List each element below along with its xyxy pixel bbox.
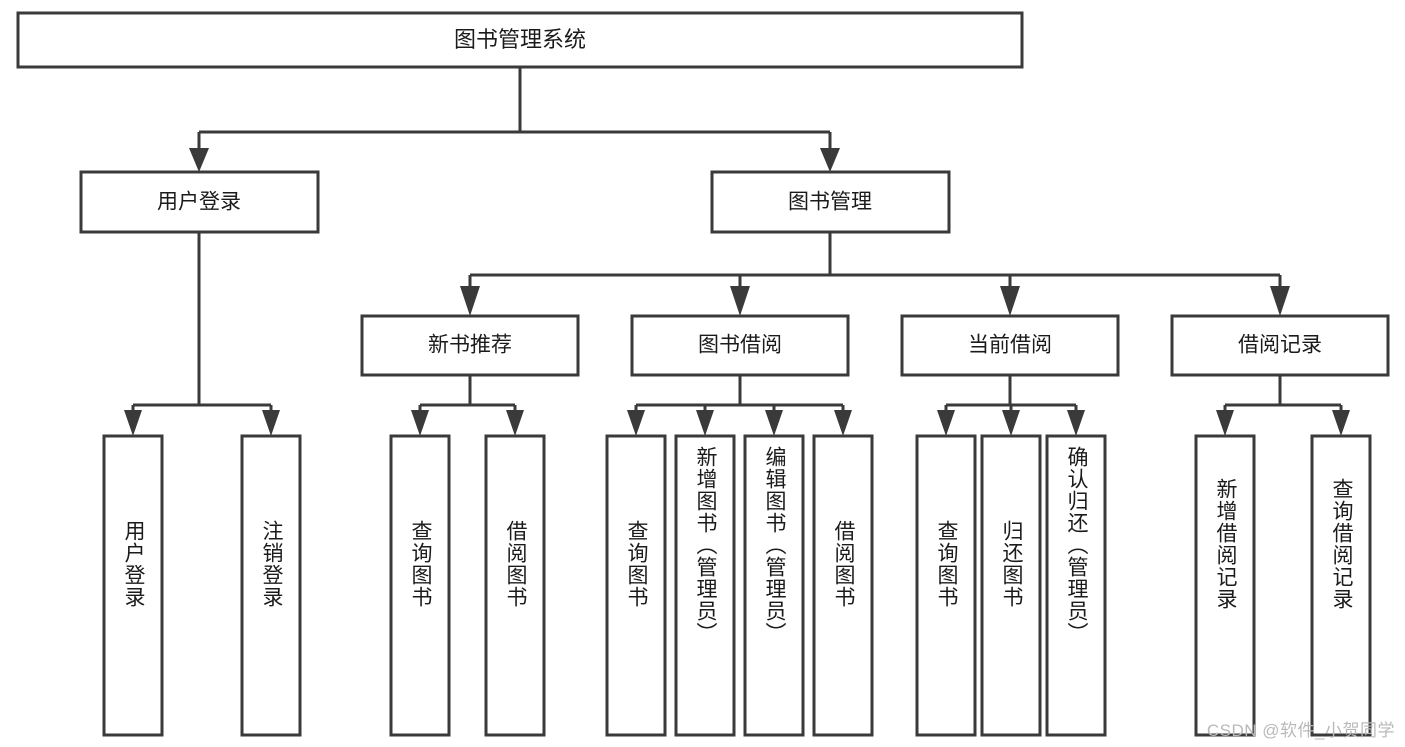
leaf-box-user-login-1[interactable] [102, 434, 164, 737]
arrow-new-book-leaf-1-icon [411, 410, 429, 436]
node-book-management-box[interactable] [710, 170, 951, 234]
node-current-borrow[interactable]: 当前借阅 [900, 314, 1120, 377]
node-new-book-recommend-box[interactable] [360, 314, 580, 377]
leaf-box-current-borrow-3[interactable] [1045, 434, 1107, 737]
arrow-borrow-record-leaf-2-icon [1332, 410, 1350, 436]
leaf-box-borrow-record-2[interactable] [1310, 434, 1372, 737]
node-borrow-record-label: 借阅记录 [1238, 334, 1322, 357]
arrow-current-borrow-leaf-2-icon [1002, 410, 1020, 436]
node-book-management-label: 图书管理 [788, 191, 872, 214]
arrow-book-mgmt-to-borrow-icon [730, 286, 750, 316]
arrow-root-to-user-login-icon [189, 148, 209, 172]
arrow-new-book-leaf-2-icon [506, 410, 524, 436]
arrow-root-to-book-mgmt-icon [820, 148, 840, 172]
arrow-book-borrow-leaf-1-icon [627, 410, 645, 436]
arrow-book-borrow-leaf-4-icon [834, 410, 852, 436]
node-book-management[interactable]: 图书管理 [710, 170, 951, 234]
node-root-label: 图书管理系统 [454, 27, 586, 52]
leaf-box-borrow-record-1[interactable] [1194, 434, 1256, 737]
leaf-box-book-borrow-2[interactable] [674, 434, 736, 737]
leaf-box-new-book-2[interactable] [484, 434, 546, 737]
leaf-box-current-borrow-2[interactable] [980, 434, 1042, 737]
csdn-watermark: CSDN @软件_小贺同学 [1206, 721, 1395, 740]
node-new-book-recommend[interactable]: 新书推荐 [360, 314, 580, 377]
arrow-borrow-record-leaf-1-icon [1216, 410, 1234, 436]
leaf-box-book-borrow-4[interactable] [812, 434, 874, 737]
leaf-box-book-borrow-3[interactable] [743, 434, 805, 737]
arrow-book-borrow-leaf-3-icon [765, 410, 783, 436]
arrow-book-mgmt-to-new-book-icon [460, 286, 480, 316]
node-user-login[interactable]: 用户登录 [79, 170, 320, 234]
leaf-box-user-login-2[interactable] [240, 434, 302, 737]
leaf-box-current-borrow-1[interactable] [915, 434, 977, 737]
node-user-login-label: 用户登录 [157, 191, 241, 214]
node-book-borrow-label: 图书借阅 [698, 334, 782, 357]
arrow-book-borrow-leaf-2-icon [696, 410, 714, 436]
node-borrow-record[interactable]: 借阅记录 [1170, 314, 1390, 377]
node-book-borrow-box[interactable] [630, 314, 850, 377]
arrow-user-login-leaf-2-icon [262, 410, 280, 436]
node-current-borrow-box[interactable] [900, 314, 1120, 377]
node-root-box[interactable] [16, 11, 1024, 69]
node-root[interactable]: 图书管理系统 [16, 11, 1024, 69]
arrow-current-borrow-leaf-1-icon [937, 410, 955, 436]
arrow-book-mgmt-to-record-icon [1270, 286, 1290, 316]
node-book-borrow[interactable]: 图书借阅 [630, 314, 850, 377]
arrow-current-borrow-leaf-3-icon [1067, 410, 1085, 436]
arrow-book-mgmt-to-current-icon [1000, 286, 1020, 316]
arrow-user-login-leaf-1-icon [124, 410, 142, 436]
node-new-book-recommend-label: 新书推荐 [428, 334, 512, 357]
leaf-box-new-book-1[interactable] [389, 434, 451, 737]
node-current-borrow-label: 当前借阅 [968, 334, 1052, 357]
leaf-box-book-borrow-1[interactable] [605, 434, 667, 737]
node-borrow-record-box[interactable] [1170, 314, 1390, 377]
